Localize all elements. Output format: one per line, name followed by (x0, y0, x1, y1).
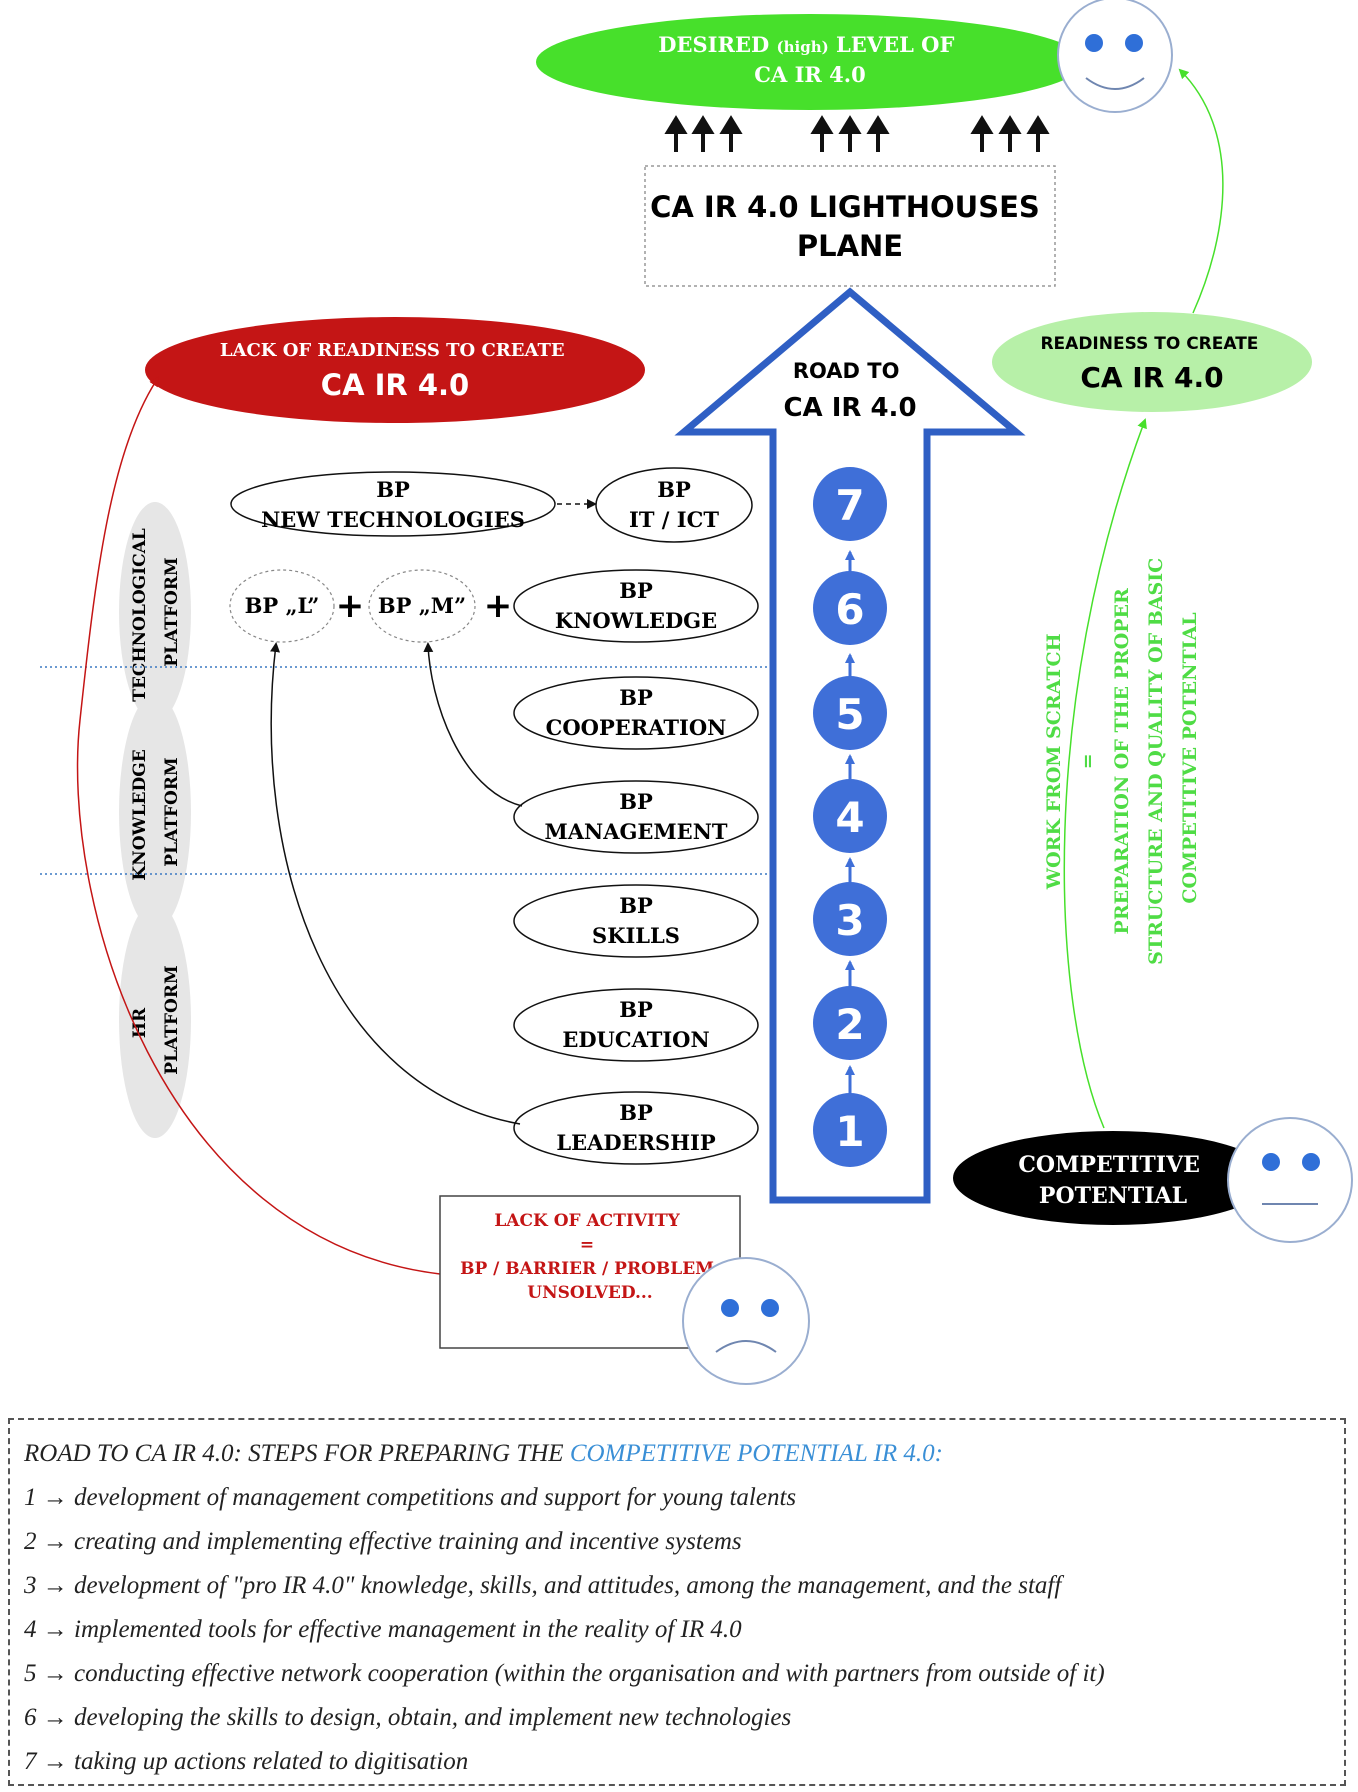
lighthouses-label: CA IR 4.0 LIGHTHOUSES PLANE (650, 190, 1050, 263)
step-2: 2 (813, 986, 887, 1060)
svg-text:3: 3 (835, 896, 864, 945)
legend-item: 5 → conducting effective network coopera… (24, 1660, 1105, 1687)
step-5: 5 (813, 676, 887, 750)
svg-text:1: 1 (835, 1107, 864, 1156)
step-3: 3 (813, 882, 887, 956)
up-arrows-icon (664, 115, 1050, 152)
svg-text:4: 4 (835, 793, 864, 842)
lack-activity-label: LACK OF ACTIVITY = BP / BARRIER / PROBLE… (460, 1211, 720, 1303)
competitive-ellipse (953, 1131, 1273, 1225)
legend-item: 1 → development of management competitio… (24, 1484, 797, 1511)
lighthouses-box (644, 165, 1056, 287)
competitive-label: COMPETITIVE POTENTIAL (1018, 1152, 1207, 1209)
legend-item: 2 → creating and implementing effective … (24, 1528, 742, 1555)
step-1: 1 (813, 1093, 887, 1167)
goal-ellipse (536, 14, 1084, 110)
plus-sign-1: + (336, 586, 365, 626)
lack-readiness-ellipse (145, 317, 645, 423)
sad-face-icon (682, 1257, 810, 1385)
legend-item: 6 → developing the skills to design, obt… (24, 1704, 792, 1731)
step-7: 7 (813, 467, 887, 541)
step-4: 4 (813, 779, 887, 853)
legend-box: ROAD TO CA IR 4.0: STEPS FOR PREPARING T… (8, 1418, 1346, 1786)
svg-text:2: 2 (835, 1000, 864, 1049)
readiness-to-goal-arrow (1178, 68, 1224, 314)
legend-item: 4 → implemented tools for effective mana… (24, 1616, 742, 1643)
road-diagram: TECHNOLOGICAL PLATFORM KNOWLEDGE PLATFOR… (40, 0, 1353, 1385)
svg-text:6: 6 (835, 585, 864, 634)
neutral-face-icon (1227, 1117, 1353, 1243)
svg-text:BP „L”: BP „L” (245, 593, 320, 618)
legend-item: 7 → taking up actions related to digitis… (24, 1748, 469, 1775)
svg-text:BP „M”: BP „M” (378, 593, 466, 618)
platform-tech-label: TECHNOLOGICAL PLATFORM (130, 522, 182, 701)
platform-knowledge-label: KNOWLEDGE PLATFORM (130, 743, 182, 880)
svg-text:5: 5 (835, 690, 864, 739)
bp-m: BP „M” (368, 569, 476, 643)
road-label: ROAD TO CA IR 4.0 (783, 359, 916, 423)
management-to-m-arrow (423, 642, 523, 807)
readiness-label: READINESS TO CREATE CA IR 4.0 (1040, 334, 1263, 394)
work-from-scratch-label: WORK FROM SCRATCH = PREPARATION OF THE P… (1043, 551, 1201, 965)
platform-hr-label: HR PLATFORM (130, 965, 182, 1075)
leadership-to-l-arrow (270, 642, 521, 1125)
lack-readiness-label: LACK OF READINESS TO CREATE CA IR 4.0 (220, 340, 570, 402)
happy-face-icon (1057, 0, 1173, 113)
bp-l: BP „L” (229, 569, 335, 643)
readiness-ellipse (992, 312, 1312, 412)
lack-activity-red-arrow (76, 376, 441, 1275)
legend-item: 3 → development of "pro IR 4.0" knowledg… (24, 1572, 1062, 1599)
step-6: 6 (813, 571, 887, 645)
svg-text:7: 7 (835, 481, 864, 530)
goal-label: DESIRED (high) LEVEL OF CA IR 4.0 (658, 32, 961, 87)
plus-sign-2: + (484, 586, 513, 626)
competitive-to-readiness-arrow (1063, 418, 1147, 1129)
legend-title: ROAD TO CA IR 4.0: STEPS FOR PREPARING T… (24, 1440, 943, 1467)
